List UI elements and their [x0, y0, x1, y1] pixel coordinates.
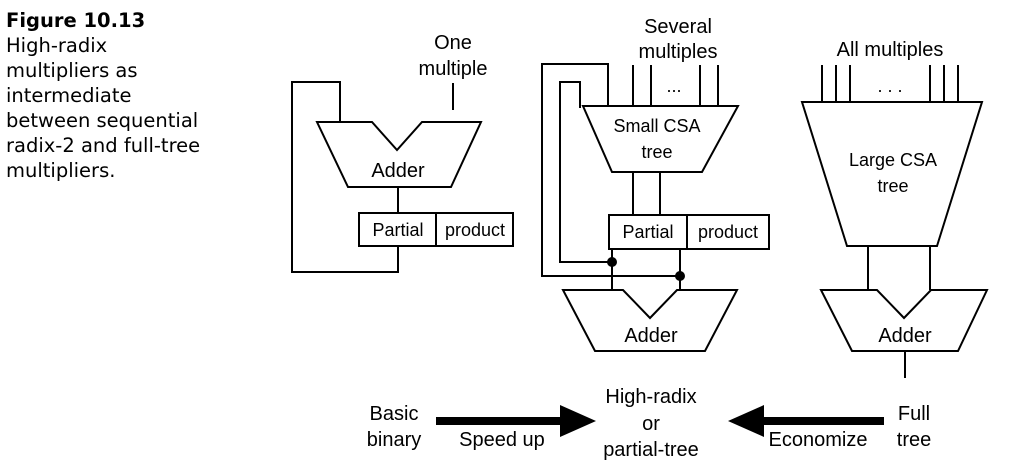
spectrum: Basic binary Speed up High-radix or part…	[367, 386, 931, 461]
figure-caption: Figure 10.13 High-radix multipliers as i…	[6, 8, 256, 183]
middle-input-label-1: Several	[644, 16, 712, 38]
right-adder-label: Adder	[878, 325, 932, 347]
figure-label: Figure 10.13	[6, 9, 146, 32]
spectrum-center-label-2: or	[642, 413, 660, 435]
large-csa-label-2: tree	[877, 176, 908, 196]
middle-register-partial-label: Partial	[622, 222, 673, 242]
spectrum-left-label-2: binary	[367, 429, 421, 451]
right-adder	[819, 289, 989, 352]
small-csa-label-2: tree	[641, 142, 672, 162]
left-register-partial-label: Partial	[372, 220, 423, 240]
left-feedback-wire	[291, 81, 399, 273]
left-input-label-1: One	[434, 32, 472, 54]
middle-register-product-label: product	[698, 222, 758, 242]
left-register-product	[435, 212, 514, 247]
middle-diagram: Several multiples ... Small CSA tree Par…	[541, 16, 770, 352]
junction-dot-2	[675, 271, 685, 281]
left-diagram: One multiple Adder Partial product	[291, 32, 514, 273]
junction-dot-1	[607, 257, 617, 267]
left-input-label-2: multiple	[419, 58, 488, 80]
left-adder	[315, 121, 483, 188]
large-csa-tree	[800, 101, 984, 247]
speed-up-label: Speed up	[459, 429, 545, 451]
economize-arrow-head	[728, 405, 764, 437]
left-register-product-label: product	[445, 220, 505, 240]
speed-up-arrow-head	[560, 405, 596, 437]
middle-adder-label: Adder	[624, 325, 678, 347]
middle-register-product	[686, 214, 770, 250]
small-csa-label-1: Small CSA	[613, 116, 700, 136]
economize-arrow-shaft	[760, 417, 884, 425]
caption-text: High-radix multipliers as intermediate b…	[6, 34, 201, 182]
spectrum-right-label-1: Full	[898, 403, 930, 425]
middle-ellipsis: ...	[666, 76, 681, 96]
left-register-partial	[358, 212, 437, 247]
spectrum-right-label-2: tree	[897, 429, 931, 451]
speed-up-arrow-shaft	[436, 417, 564, 425]
right-ellipsis: . . .	[877, 76, 902, 96]
right-diagram: All multiples . . . Large CSA tree Adder	[800, 39, 989, 378]
right-input-label: All multiples	[837, 39, 944, 61]
middle-adder	[561, 289, 739, 352]
spectrum-center-label-3: partial-tree	[603, 439, 699, 461]
large-csa-label-1: Large CSA	[849, 150, 937, 170]
left-adder-label: Adder	[371, 160, 425, 182]
spectrum-center-label-1: High-radix	[605, 386, 696, 408]
middle-input-label-2: multiples	[639, 41, 718, 63]
middle-feedback-inner	[559, 81, 612, 263]
spectrum-left-label-1: Basic	[370, 403, 419, 425]
middle-feedback-outer	[541, 63, 680, 277]
economize-label: Economize	[769, 429, 868, 451]
small-csa-tree	[581, 105, 740, 173]
